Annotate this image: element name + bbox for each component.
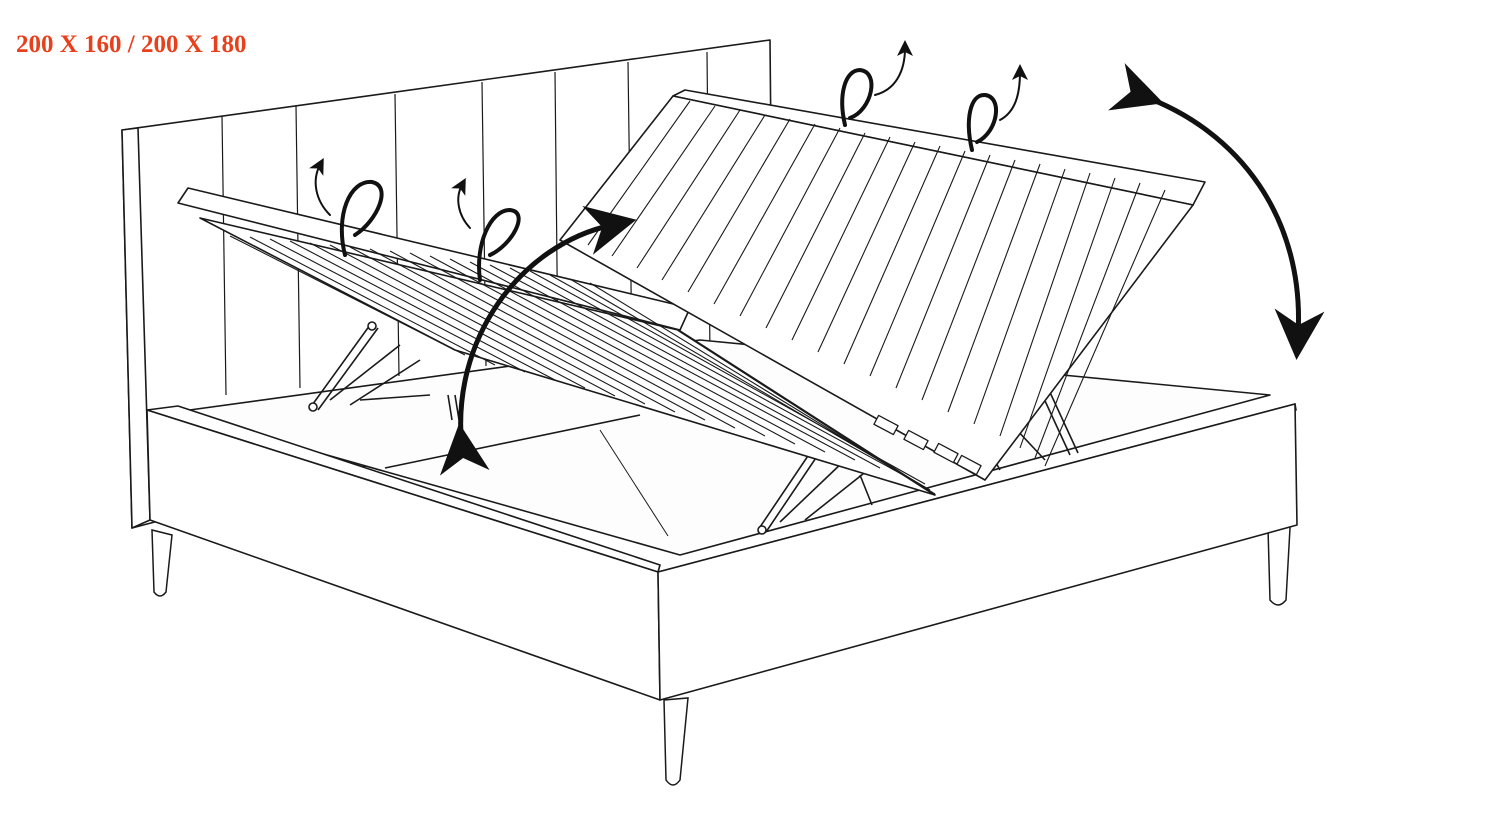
motion-arrows xyxy=(439,63,1325,476)
lid-open-arrow-icon xyxy=(439,205,637,476)
strap-pull-arrow-icon xyxy=(999,64,1028,121)
strap-pull-arrow-icon xyxy=(874,40,913,96)
strap-loop-icon xyxy=(840,67,874,127)
strap-pull-arrow-icon xyxy=(309,157,331,216)
size-label: 200 X 160 / 200 X 180 xyxy=(16,31,247,58)
strap-loop-icon xyxy=(966,93,998,152)
rotation-arrow-icon xyxy=(1108,63,1325,360)
strap-loop-icon xyxy=(339,179,384,257)
